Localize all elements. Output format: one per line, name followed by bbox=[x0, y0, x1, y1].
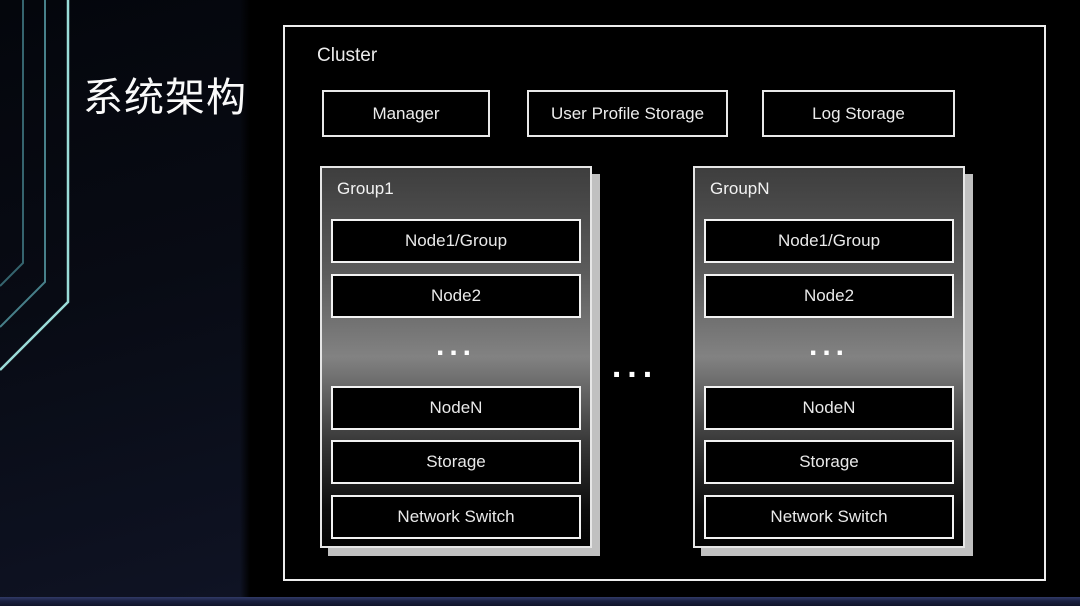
page-title: 系统架构 bbox=[83, 76, 247, 120]
manager-box-label: Manager bbox=[372, 103, 440, 123]
group1-node1-label: Node1/Group bbox=[404, 231, 508, 250]
groupn-panel: GroupN Node1/Group Node2 ... NodeN Stora… bbox=[693, 166, 965, 548]
group1-noden-label: NodeN bbox=[429, 398, 483, 417]
group1-label: Group1 bbox=[337, 179, 394, 198]
group1-noden-box: NodeN bbox=[331, 386, 581, 430]
bottom-accent-band bbox=[0, 597, 1080, 606]
corner-lines-decoration bbox=[0, 0, 70, 371]
group1-storage-box: Storage bbox=[331, 440, 581, 484]
cluster-box: Cluster Manager User Profile Storage Log… bbox=[283, 25, 1046, 581]
groups-divider-ellipsis: ... bbox=[611, 347, 659, 385]
group1-storage-label: Storage bbox=[426, 452, 486, 471]
cluster-label: Cluster bbox=[317, 45, 378, 66]
user-profile-storage-box: User Profile Storage bbox=[527, 90, 728, 137]
groupn-ellipsis: ... bbox=[808, 329, 849, 362]
group1-node1-box: Node1/Group bbox=[331, 219, 581, 263]
groupn-node1-label: Node1/Group bbox=[777, 231, 881, 250]
groupn-storage-label: Storage bbox=[799, 452, 859, 471]
groupn-node2-box: Node2 bbox=[704, 274, 954, 318]
log-storage-box-label: Log Storage bbox=[812, 103, 905, 123]
manager-box: Manager bbox=[322, 90, 490, 137]
group1-panel: Group1 Node1/Group Node2 ... NodeN Stora… bbox=[320, 166, 592, 548]
groupn-node1-box: Node1/Group bbox=[704, 219, 954, 263]
groupn-network-switch-box: Network Switch bbox=[704, 495, 954, 539]
groupn-noden-box: NodeN bbox=[704, 386, 954, 430]
groupn-label: GroupN bbox=[710, 179, 770, 198]
groupn-storage-box: Storage bbox=[704, 440, 954, 484]
groupn-noden-label: NodeN bbox=[802, 398, 856, 417]
group1-ellipsis: ... bbox=[435, 329, 476, 362]
log-storage-box: Log Storage bbox=[762, 90, 955, 137]
group1-node2-label: Node2 bbox=[430, 286, 482, 305]
user-profile-storage-box-label: User Profile Storage bbox=[550, 103, 705, 123]
groupn-node2-label: Node2 bbox=[803, 286, 855, 305]
groupn-network-switch-label: Network Switch bbox=[770, 507, 888, 526]
group1-node2-box: Node2 bbox=[331, 274, 581, 318]
group1-network-switch-box: Network Switch bbox=[331, 495, 581, 539]
group1-network-switch-label: Network Switch bbox=[397, 507, 515, 526]
